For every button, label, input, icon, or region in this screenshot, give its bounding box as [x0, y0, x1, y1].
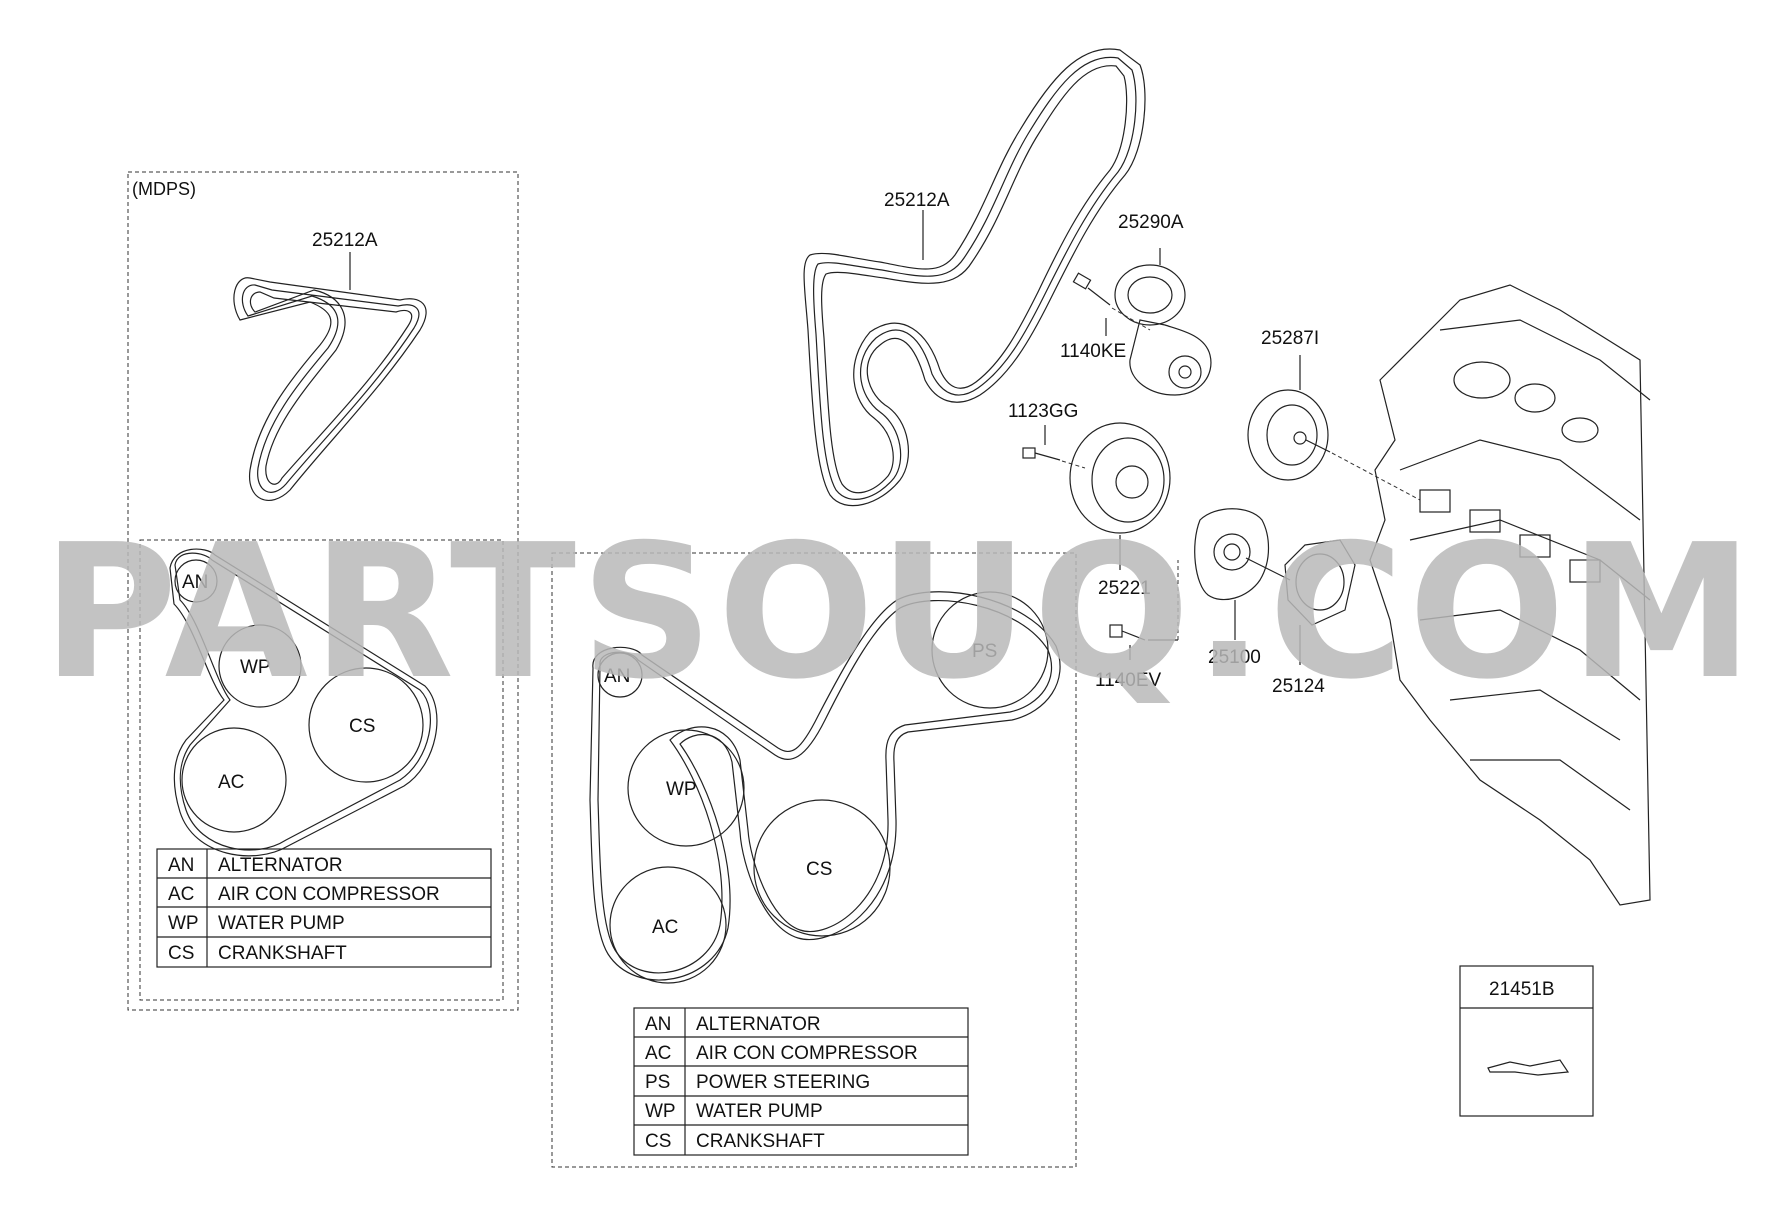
- bolt-1140ev-drawing: 1140EV: [1095, 560, 1179, 691]
- part-label-bolt-pump: 1140EV: [1095, 670, 1162, 691]
- legend-right-code-4: WP: [645, 1101, 676, 1122]
- legend-right-code-5: CS: [645, 1131, 671, 1152]
- legend-left-name-2: AIR CON COMPRESSOR: [218, 884, 440, 905]
- pulley-wp-right: WP: [666, 779, 697, 800]
- bolt-1123gg-drawing: 1123GG: [1008, 401, 1086, 469]
- legend-right-name-2: AIR CON COMPRESSOR: [696, 1043, 918, 1064]
- part-label-idler-lower: 25221: [1098, 578, 1151, 599]
- pulley-wp-left: WP: [240, 657, 271, 678]
- part-label-sealant: 21451B: [1489, 979, 1555, 1000]
- part-label-bolt-tensioner: 1140KE: [1060, 341, 1126, 362]
- engine-block-drawing: [1369, 284, 1651, 906]
- pulley-cs-left: CS: [349, 716, 375, 737]
- legend-right-code-3: PS: [645, 1072, 670, 1093]
- legend-left-code-1: AN: [168, 855, 194, 876]
- legend-left-code-4: CS: [168, 943, 194, 964]
- mdps-frame: (MDPS): [127, 171, 519, 1011]
- legend-left-code-3: WP: [168, 913, 199, 934]
- legend-right-name-5: CRANKSHAFT: [696, 1131, 825, 1152]
- legend-left-name-3: WATER PUMP: [218, 913, 345, 934]
- pulley-an-left: AN: [182, 572, 208, 593]
- legend-right-name-3: POWER STEERING: [696, 1072, 870, 1093]
- part-label-water-pump: 25100: [1208, 647, 1261, 668]
- pulley-ps-right: PS: [972, 641, 997, 662]
- legend-left-name-1: ALTERNATOR: [218, 855, 343, 876]
- pulley-an-right: AN: [604, 666, 630, 687]
- legend-left-name-4: CRANKSHAFT: [218, 943, 347, 964]
- belt-mdps-drawing: 25212A: [233, 230, 427, 501]
- sealant-box: 21451B: [1459, 965, 1594, 1117]
- mdps-label: (MDPS): [132, 179, 196, 199]
- left-belt-routing: AN WP CS AC: [169, 548, 438, 857]
- pulley-ac-right: AC: [652, 917, 678, 938]
- legend-right-name-1: ALTERNATOR: [696, 1014, 821, 1035]
- part-label-idler-upper: 25287I: [1261, 328, 1319, 349]
- water-pump-drawing: 25100: [1194, 508, 1291, 668]
- main-frame: [551, 552, 1077, 1168]
- part-label-gasket: 25124: [1272, 676, 1325, 697]
- legend-right-code-2: AC: [645, 1043, 671, 1064]
- watermark: PARTSOUQ.COM: [42, 504, 1758, 720]
- part-label-bolt-idler: 1123GG: [1008, 401, 1078, 422]
- bolt-1140ke-drawing: 1140KE: [1060, 272, 1151, 362]
- legend-left: AN ALTERNATOR AC AIR CON COMPRESSOR WP W…: [156, 848, 492, 968]
- sealant-tube-icon: [1487, 1059, 1570, 1076]
- tensioner-drawing: 25290A: [1114, 212, 1212, 396]
- legend-left-code-2: AC: [168, 884, 194, 905]
- gasket-drawing: 25124: [1272, 539, 1356, 697]
- right-belt-routing: AN PS WP CS AC: [589, 591, 1061, 984]
- idler-lower-drawing: 25221: [1069, 422, 1171, 599]
- belt-main-drawing: 25212A: [803, 48, 1146, 507]
- part-label-belt-main: 25212A: [884, 190, 950, 211]
- pulley-cs-right: CS: [806, 859, 832, 880]
- pulley-ac-left: AC: [218, 772, 244, 793]
- part-label-tensioner: 25290A: [1118, 212, 1184, 233]
- legend-right-code-1: AN: [645, 1014, 671, 1035]
- idler-upper-drawing: 25287I: [1247, 328, 1421, 501]
- legend-right: AN ALTERNATOR AC AIR CON COMPRESSOR PS P…: [633, 1007, 969, 1156]
- legend-right-name-4: WATER PUMP: [696, 1101, 823, 1122]
- part-label-belt-mdps: 25212A: [312, 230, 378, 251]
